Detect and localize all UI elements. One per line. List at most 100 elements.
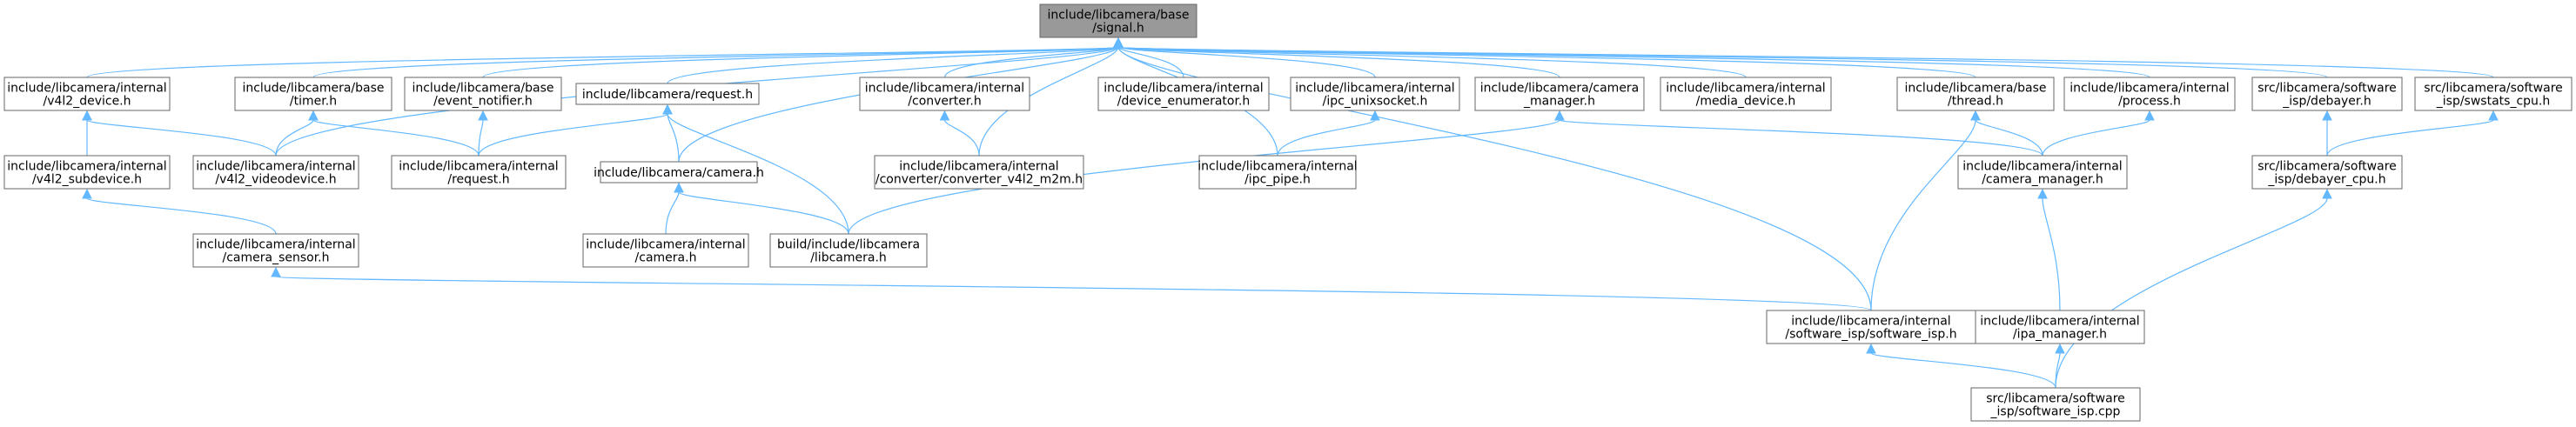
edge-line: [1559, 119, 2043, 157]
arrowhead: [2055, 343, 2065, 354]
node-signal[interactable]: include/libcamera/base/signal.h: [1039, 3, 1197, 38]
node-camera-pub[interactable]: include/libcamera/camera.h: [594, 161, 764, 183]
node-request-pub[interactable]: include/libcamera/request.h: [575, 83, 760, 105]
node-box: [1896, 77, 2055, 111]
edge-line: [1117, 46, 1747, 78]
node-label: _isp/software_isp.cpp: [1990, 405, 2121, 419]
node-label: include/libcamera/internal: [586, 238, 745, 252]
node-libcamera-build[interactable]: build/include/libcamera/libcamera.h: [769, 233, 928, 268]
node-label: /converter/converter_v4l2_m2m.h: [875, 173, 1083, 187]
node-request-int[interactable]: include/libcamera/internal/request.h: [391, 155, 567, 190]
edge-line: [667, 113, 849, 235]
node-label: /event_notifier.h: [433, 95, 533, 109]
node-label: _isp/swstats_cpu.h: [2436, 95, 2550, 109]
node-box: [1970, 387, 2141, 422]
node-box: [404, 77, 562, 111]
node-label: _isp/debayer.h: [2282, 95, 2371, 109]
edge-line: [275, 276, 1872, 311]
node-label: /ipa_manager.h: [2013, 328, 2107, 342]
node-label: include/libcamera/internal: [1791, 315, 1950, 329]
node-box: [234, 77, 392, 111]
arrowhead: [1113, 37, 1124, 48]
node-swstats-cpu[interactable]: src/libcamera/software_isp/swstats_cpu.h: [2414, 77, 2573, 111]
node-process[interactable]: include/libcamera/internal/process.h: [2063, 77, 2236, 111]
node-software-isp-h[interactable]: include/libcamera/internal/software_isp/…: [1766, 310, 1976, 344]
node-box: [1660, 77, 1832, 111]
node-label: src/libcamera/software: [2257, 160, 2397, 174]
arrowhead: [2488, 110, 2499, 121]
node-label: /software_isp/software_isp.h: [1785, 328, 1956, 342]
node-label: include/libcamera/camera.h: [594, 166, 764, 180]
node-label: _isp/debayer_cpu.h: [2267, 173, 2385, 187]
node-label: src/libcamera/software: [2257, 82, 2397, 96]
node-camera-manager-pub[interactable]: include/libcamera/camera_manager.h: [1474, 77, 1645, 111]
node-camera-int[interactable]: include/libcamera/internal/camera.h: [582, 233, 749, 268]
node-label: include/libcamera/base: [1904, 82, 2046, 96]
node-camera-manager-int[interactable]: include/libcamera/internal/camera_manage…: [1957, 155, 2128, 190]
node-label: include/libcamera/internal: [1295, 82, 1454, 96]
edge-line: [943, 46, 1119, 78]
arrowhead: [2037, 188, 2048, 199]
arrowhead: [674, 182, 684, 193]
edge-line: [1117, 46, 1976, 78]
node-label: /camera.h: [635, 251, 697, 265]
node-box: [1957, 155, 2128, 190]
edge-line: [667, 46, 1119, 84]
edge-software_isp_cpp-to-debayer_cpu: [2055, 188, 2332, 389]
node-v4l2-videodevice[interactable]: include/libcamera/internal/v4l2_videodev…: [192, 155, 359, 190]
edge-software_isp_cpp-to-ipa_manager: [2055, 343, 2065, 389]
node-event-notifier[interactable]: include/libcamera/base/event_notifier.h: [404, 77, 562, 111]
edge-line: [86, 197, 277, 235]
node-label: include/libcamera/base: [242, 82, 384, 96]
node-box: [769, 233, 928, 268]
node-v4l2-subdevice[interactable]: include/libcamera/internal/v4l2_subdevic…: [3, 155, 171, 190]
arrowhead: [2144, 110, 2155, 121]
node-box: [1474, 77, 1645, 111]
node-label: include/libcamera/internal: [2070, 82, 2229, 96]
node-box: [582, 233, 749, 268]
node-ipc-pipe[interactable]: include/libcamera/internal/ipc_pipe.h: [1197, 155, 1358, 190]
node-label: include/libcamera/internal: [399, 160, 558, 174]
node-label: /request.h: [447, 173, 509, 187]
edge-debayer_cpu-to-swstats_cpu: [2326, 110, 2499, 157]
edge-v4l2_videodevice-to-v4l2_device: [82, 110, 277, 157]
edge-camera_manager_int-to-thread: [1970, 110, 2043, 157]
edge-line: [2042, 197, 2061, 311]
node-converter[interactable]: include/libcamera/internal/converter.h: [859, 77, 1030, 111]
node-label: include/libcamera/internal: [1980, 315, 2139, 329]
node-label: /converter.h: [908, 95, 981, 109]
node-software-isp-cpp[interactable]: src/libcamera/software_isp/software_isp.…: [1970, 387, 2141, 422]
node-media-device[interactable]: include/libcamera/internal/media_device.…: [1660, 77, 1832, 111]
arrowhead: [939, 110, 950, 121]
edge-request_int-to-timer: [308, 110, 480, 157]
node-ipa-manager[interactable]: include/libcamera/internal/ipa_manager.h: [1975, 310, 2145, 344]
node-debayer-cpu[interactable]: src/libcamera/software_isp/debayer_cpu.h: [2251, 155, 2403, 190]
node-box: [3, 155, 171, 190]
edge-libcamera_build-to-camera_pub: [674, 182, 849, 235]
arrowhead: [1370, 110, 1380, 121]
edge-debayer_cpu-to-debayer: [2322, 110, 2332, 156]
arrowhead: [308, 110, 319, 121]
node-box: [391, 155, 567, 190]
node-timer[interactable]: include/libcamera/base/timer.h: [234, 77, 392, 111]
node-ipc-unixsocket[interactable]: include/libcamera/internal/ipc_unixsocke…: [1290, 77, 1460, 111]
edge-line: [1117, 46, 2150, 78]
edge-line: [1117, 46, 1376, 78]
edge-v4l2_device-to-signal: [86, 37, 1124, 78]
edge-line: [86, 119, 277, 157]
node-device-enumerator[interactable]: include/libcamera/internal/device_enumer…: [1097, 77, 1270, 111]
edge-line: [312, 119, 480, 157]
node-label: include/libcamera/internal: [865, 82, 1024, 96]
node-camera-sensor[interactable]: include/libcamera/internal/camera_sensor…: [192, 233, 359, 268]
node-label: /libcamera.h: [810, 251, 887, 265]
edge-camera_manager_pub-to-signal: [1113, 37, 1560, 78]
graph-nodes: include/libcamera/base/signal.h include/l…: [3, 3, 2573, 422]
node-converter-v4l2-m2m[interactable]: include/libcamera/internal/converter/con…: [874, 155, 1084, 190]
arrowhead: [478, 110, 488, 121]
node-thread[interactable]: include/libcamera/base/thread.h: [1896, 77, 2055, 111]
node-debayer[interactable]: src/libcamera/software_isp/debayer.h: [2251, 77, 2403, 111]
node-v4l2-device[interactable]: include/libcamera/internal/v4l2_device.h: [3, 77, 171, 111]
node-box: [3, 77, 171, 111]
node-label: include/libcamera/internal: [1666, 82, 1825, 96]
node-label: /v4l2_videodevice.h: [215, 173, 336, 187]
